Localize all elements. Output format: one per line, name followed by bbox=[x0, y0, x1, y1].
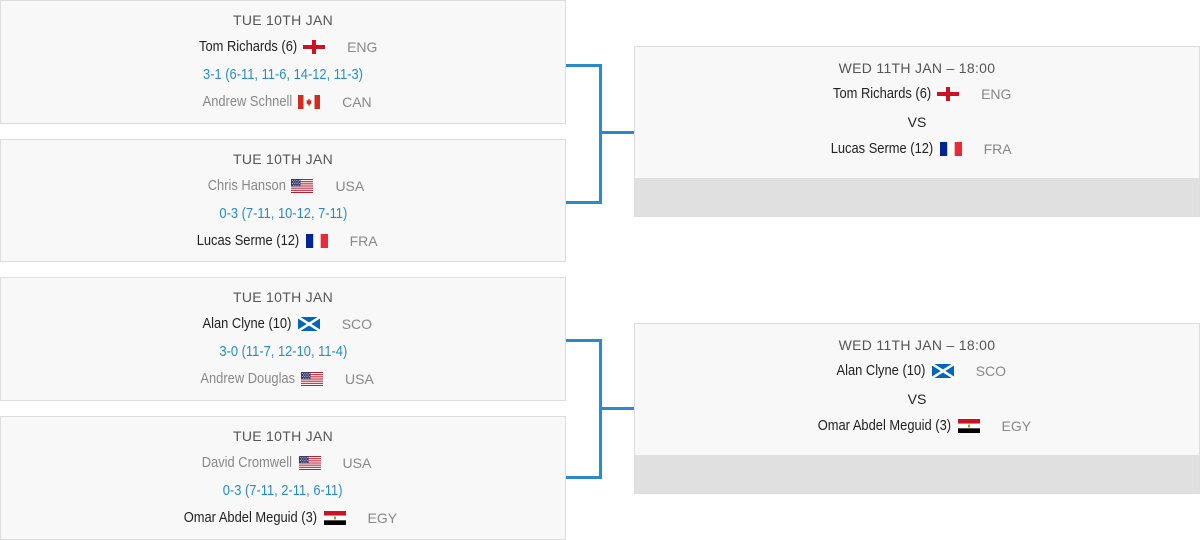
country-code: SCO bbox=[341, 315, 373, 332]
bracket-connector bbox=[599, 131, 634, 134]
match-score: 0-3 (7-11, 2-11, 6-11) bbox=[223, 482, 343, 499]
match-score: 3-0 (11-7, 12-10, 11-4) bbox=[219, 343, 347, 360]
player-name: Chris Hanson bbox=[207, 177, 286, 194]
usa-flag-icon bbox=[298, 455, 321, 470]
country-code: ENG bbox=[981, 85, 1012, 102]
vs-label: VS bbox=[907, 114, 927, 130]
sco-flag-icon bbox=[297, 316, 320, 331]
score-row: 0-3 (7-11, 10-12, 7-11) bbox=[1, 205, 565, 222]
player-row: Omar Abdel Meguid (3) EGY bbox=[635, 417, 1199, 434]
player-name: David Cromwell bbox=[202, 454, 293, 471]
egy-flag-icon bbox=[957, 418, 980, 433]
country-code: SCO bbox=[975, 362, 1007, 379]
can-flag-icon bbox=[298, 94, 321, 109]
fra-flag-icon bbox=[939, 141, 962, 156]
match-card[interactable]: TUE 10TH JAN David Cromwell USA 0-3 (7-1… bbox=[0, 416, 566, 540]
player-name: Andrew Douglas bbox=[200, 370, 296, 387]
card-footer bbox=[635, 178, 1199, 216]
player-name: Lucas Serme (12) bbox=[831, 140, 934, 157]
player-name: Tom Richards (6) bbox=[198, 38, 298, 55]
player-row: Omar Abdel Meguid (3) EGY bbox=[1, 509, 565, 526]
player-name: Alan Clyne (10) bbox=[202, 315, 292, 332]
match-card[interactable]: TUE 10TH JAN Chris Hanson USA 0-3 (7-11,… bbox=[0, 139, 566, 262]
player-name: Alan Clyne (10) bbox=[836, 362, 926, 379]
player-row: Andrew Schnell CAN bbox=[1, 93, 565, 110]
match-card[interactable]: TUE 10TH JAN Tom Richards (6) ENG 3-1 (6… bbox=[0, 0, 566, 124]
player-name: Lucas Serme (12) bbox=[197, 232, 300, 249]
country-code: EGY bbox=[1001, 417, 1032, 434]
bracket-connector bbox=[566, 64, 602, 204]
country-code: USA bbox=[342, 454, 372, 471]
player-row: Lucas Serme (12) FRA bbox=[1, 232, 565, 249]
bracket-connector bbox=[599, 407, 634, 410]
vs-label: VS bbox=[907, 391, 927, 407]
country-code: FRA bbox=[983, 140, 1012, 157]
egy-flag-icon bbox=[323, 510, 346, 525]
player-row: Tom Richards (6) ENG bbox=[1, 38, 565, 55]
player-row: Alan Clyne (10) SCO bbox=[1, 315, 565, 332]
player-row: Andrew Douglas USA bbox=[1, 370, 565, 387]
player-name: Omar Abdel Meguid (3) bbox=[184, 509, 318, 526]
player-row: Chris Hanson USA bbox=[1, 177, 565, 194]
sco-flag-icon bbox=[931, 363, 954, 378]
match-date: TUE 10TH JAN bbox=[232, 151, 334, 167]
score-row: 3-1 (6-11, 11-6, 14-12, 11-3) bbox=[1, 66, 565, 83]
match-score: 0-3 (7-11, 10-12, 7-11) bbox=[219, 205, 347, 222]
country-code: CAN bbox=[342, 93, 372, 110]
next-match-card[interactable]: WED 11TH JAN – 18:00 Tom Richards (6) EN… bbox=[634, 46, 1200, 217]
player-row: Alan Clyne (10) SCO bbox=[635, 362, 1199, 379]
match-score: 3-1 (6-11, 11-6, 14-12, 11-3) bbox=[203, 66, 363, 83]
player-name: Omar Abdel Meguid (3) bbox=[818, 417, 952, 434]
player-row: Tom Richards (6) ENG bbox=[635, 85, 1199, 102]
match-datetime: WED 11TH JAN – 18:00 bbox=[838, 60, 996, 76]
bracket-connector bbox=[566, 339, 602, 479]
score-row: 0-3 (7-11, 2-11, 6-11) bbox=[1, 482, 565, 499]
country-code: FRA bbox=[349, 232, 378, 249]
eng-flag-icon bbox=[937, 86, 960, 101]
player-row: David Cromwell USA bbox=[1, 454, 565, 471]
card-footer bbox=[635, 455, 1199, 493]
match-date: TUE 10TH JAN bbox=[232, 289, 334, 305]
match-date: TUE 10TH JAN bbox=[232, 12, 334, 28]
match-card[interactable]: TUE 10TH JAN Alan Clyne (10) SCO 3-0 (11… bbox=[0, 277, 566, 401]
country-code: USA bbox=[345, 370, 374, 387]
match-datetime: WED 11TH JAN – 18:00 bbox=[838, 337, 996, 353]
player-name: Tom Richards (6) bbox=[832, 85, 932, 102]
player-row: Lucas Serme (12) FRA bbox=[635, 140, 1199, 157]
player-name: Andrew Schnell bbox=[202, 93, 293, 110]
usa-flag-icon bbox=[301, 371, 324, 386]
country-code: ENG bbox=[347, 38, 378, 55]
score-row: 3-0 (11-7, 12-10, 11-4) bbox=[1, 343, 565, 360]
usa-flag-icon bbox=[291, 178, 314, 193]
fra-flag-icon bbox=[305, 233, 328, 248]
eng-flag-icon bbox=[303, 39, 326, 54]
next-match-card[interactable]: WED 11TH JAN – 18:00 Alan Clyne (10) SCO… bbox=[634, 323, 1200, 494]
country-code: USA bbox=[335, 177, 365, 194]
match-date: TUE 10TH JAN bbox=[232, 428, 334, 444]
country-code: EGY bbox=[367, 509, 398, 526]
